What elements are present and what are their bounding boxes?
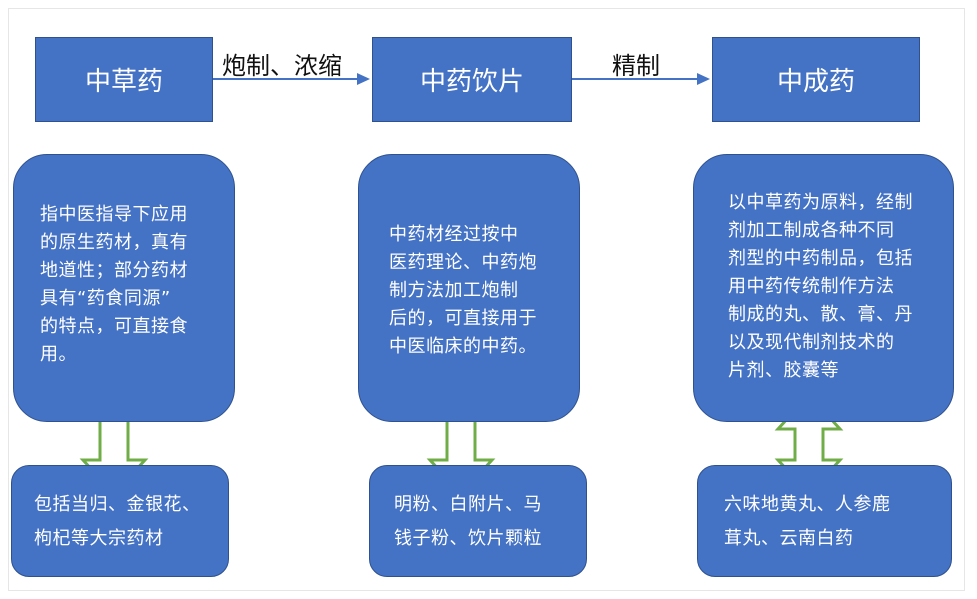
- diagram-frame: [8, 8, 965, 591]
- stage-box-decoction-pieces: 中药饮片: [372, 37, 572, 122]
- example-box-patent-medicine: 六味地黄丸、人参鹿 茸丸、云南白药: [697, 465, 952, 577]
- example-text: 明粉、白附片、马 钱子粉、饮片颗粒: [394, 494, 542, 549]
- stage-box-patent-medicine: 中成药: [712, 37, 920, 122]
- stage-label: 中药饮片: [419, 67, 524, 97]
- description-box-herbal: 指中医指导下应用 的原生药材，真有 地道性；部分药材 具有“药食同源” 的特点，…: [13, 154, 235, 422]
- description-box-patent-medicine: 以中草药为原料，经制 剂加工制成各种不同 剂型的中药制品，包括 用中药传统制作方…: [693, 154, 954, 422]
- stage-box-herbal: 中草药: [35, 37, 213, 122]
- transition-label-refining: 精制: [612, 52, 660, 80]
- example-text: 六味地黄丸、人参鹿 茸丸、云南白药: [724, 494, 891, 549]
- description-text: 中药材经过按中 医药理论、中药炮 制方法加工炮制 后的，可直接用于 中医临床的中…: [389, 224, 537, 357]
- example-text: 包括当归、金银花、 枸杞等大宗药材: [34, 494, 201, 549]
- example-box-herbal: 包括当归、金银花、 枸杞等大宗药材: [11, 465, 229, 577]
- description-text: 指中医指导下应用 的原生药材，真有 地道性；部分药材 具有“药食同源” 的特点，…: [40, 204, 188, 365]
- description-text: 以中草药为原料，经制 剂加工制成各种不同 剂型的中药制品，包括 用中药传统制作方…: [728, 192, 913, 381]
- transition-label-processing: 炮制、浓缩: [222, 52, 342, 80]
- description-box-decoction-pieces: 中药材经过按中 医药理论、中药炮 制方法加工炮制 后的，可直接用于 中医临床的中…: [358, 154, 580, 422]
- stage-label: 中草药: [84, 67, 163, 97]
- example-box-decoction-pieces: 明粉、白附片、马 钱子粉、饮片颗粒: [369, 465, 587, 577]
- stage-label: 中成药: [776, 67, 855, 97]
